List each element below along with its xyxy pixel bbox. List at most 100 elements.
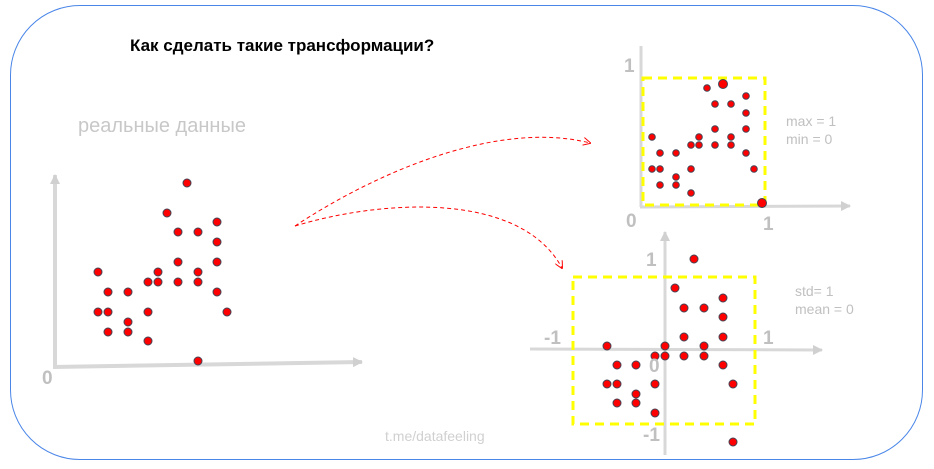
data-point [650, 408, 660, 418]
data-point [656, 149, 664, 157]
data-point [153, 267, 163, 277]
original-axes [50, 174, 363, 369]
standard-origin-label: 0 [649, 356, 660, 377]
mean-note: mean = 0 [795, 301, 854, 317]
arrow-to-standard [294, 206, 562, 268]
data-point [718, 332, 728, 342]
data-point [648, 133, 656, 141]
data-point [612, 398, 622, 408]
minmax-note: max = 1 min = 0 [786, 112, 836, 148]
data-point [672, 181, 680, 189]
data-point [711, 125, 719, 133]
data-point [212, 217, 222, 227]
standard-y-tick-neg: -1 [643, 425, 660, 446]
data-point [612, 360, 622, 370]
data-point [679, 351, 689, 361]
minmax-points [648, 79, 767, 208]
data-point [143, 307, 153, 317]
data-point [173, 227, 183, 237]
data-point [703, 84, 711, 92]
data-point [648, 165, 656, 173]
data-point [727, 100, 735, 108]
minmax-range-box [641, 76, 767, 207]
data-point [757, 198, 767, 208]
min-note: min = 0 [786, 131, 833, 147]
data-point [742, 92, 750, 100]
data-point [612, 379, 622, 389]
max-note: max = 1 [786, 113, 837, 129]
standard-x-tick-pos: 1 [763, 328, 774, 349]
standard-note: std= 1 mean = 0 [795, 282, 854, 318]
data-point [699, 341, 709, 351]
data-point [123, 317, 133, 327]
data-point [193, 277, 203, 287]
data-point [222, 307, 232, 317]
minmax-x-tick: 1 [763, 214, 774, 235]
data-point [93, 307, 103, 317]
data-point [742, 149, 750, 157]
data-point [212, 287, 222, 297]
data-point [687, 165, 695, 173]
data-point [718, 79, 728, 89]
data-point [687, 189, 695, 197]
data-point [123, 287, 133, 297]
data-point [750, 165, 758, 173]
data-point [679, 303, 689, 313]
watermark: t.me/datafeeling [385, 428, 485, 444]
data-point [656, 181, 664, 189]
real-data-label: реальные данные [78, 115, 246, 137]
data-point [695, 141, 703, 149]
data-point [718, 293, 728, 303]
minmax-axes [639, 46, 851, 212]
data-point [193, 267, 203, 277]
data-point [687, 141, 695, 149]
data-point [182, 178, 192, 188]
diagram-title: Как сделать такие трансформации? [130, 36, 435, 55]
data-point [153, 277, 163, 287]
standard-x-tick-neg: -1 [544, 328, 561, 349]
original-origin-label: 0 [42, 368, 53, 389]
standard-y-tick-pos: 1 [646, 250, 657, 271]
data-point [689, 254, 699, 264]
data-point [718, 312, 728, 322]
data-point [193, 227, 203, 237]
data-point [212, 257, 222, 267]
std-note: std= 1 [795, 283, 834, 299]
data-point [679, 332, 689, 342]
data-point [727, 141, 735, 149]
data-point [123, 327, 133, 337]
data-point [162, 208, 172, 218]
data-point [670, 283, 680, 293]
data-point [173, 277, 183, 287]
data-point [742, 125, 750, 133]
data-point [602, 379, 612, 389]
data-point [602, 341, 612, 351]
data-point [93, 267, 103, 277]
original-points [93, 178, 232, 366]
data-point [631, 360, 641, 370]
data-point [103, 307, 113, 317]
data-point [650, 379, 660, 389]
data-point [742, 109, 750, 117]
data-point [173, 257, 183, 267]
data-point [660, 351, 670, 361]
data-point [711, 100, 719, 108]
data-point [695, 133, 703, 141]
data-point [103, 327, 113, 337]
data-point [631, 398, 641, 408]
rounded-frame [10, 5, 923, 460]
data-point [660, 341, 670, 351]
standard-range-box [571, 275, 757, 426]
data-point [143, 336, 153, 346]
data-point [672, 149, 680, 157]
data-point [143, 277, 153, 287]
minmax-origin-label: 0 [626, 211, 637, 232]
data-point [718, 360, 728, 370]
data-point [650, 351, 660, 361]
data-point [672, 173, 680, 181]
minmax-y-tick: 1 [624, 56, 635, 77]
data-point [699, 351, 709, 361]
data-point [727, 133, 735, 141]
data-point [103, 287, 113, 297]
arrow-to-minmax [294, 136, 590, 227]
